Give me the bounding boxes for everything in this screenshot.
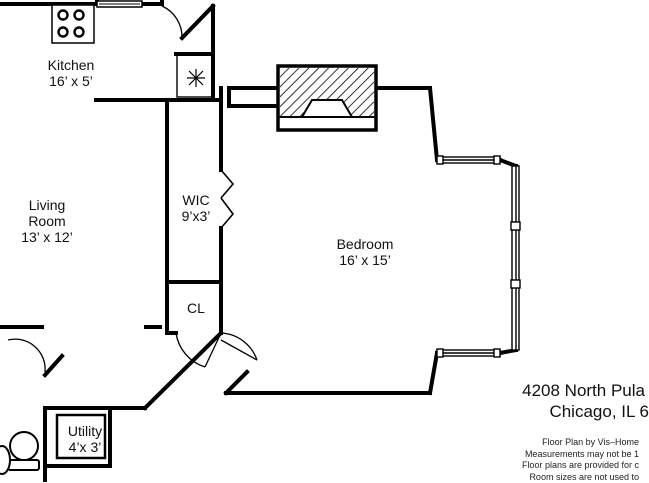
toilet-icon <box>0 432 39 474</box>
fireplace-icon <box>278 66 376 130</box>
disclaimer-line3: Floor plans are provided for c <box>522 460 639 472</box>
wic-folding-door-icon <box>221 170 233 228</box>
disclaimer: Floor Plan by Vis–Home Measurements may … <box>522 437 639 483</box>
address-line1: 4208 North Pula <box>522 380 645 401</box>
kitchen-door-swing-icon <box>162 6 182 38</box>
property-address: 4208 North Pula Chicago, IL 6 <box>522 380 645 422</box>
bedroom-size: 16’ x 15’ <box>310 252 420 268</box>
bedroom-name: Bedroom <box>310 236 420 252</box>
utility-size: 4’x 3’ <box>56 439 114 455</box>
bedroom-label: Bedroom 16’ x 15’ <box>310 236 420 268</box>
living-room-name-line2: Room <box>2 213 92 229</box>
closet-label: CL <box>176 300 216 316</box>
stove-icon <box>52 5 94 43</box>
kitchen-window-icon <box>97 1 142 7</box>
kitchen-label: Kitchen 16’ x 5’ <box>30 57 112 89</box>
door-swing-icon <box>8 339 45 372</box>
utility-label: Utility 4’x 3’ <box>56 423 114 455</box>
kitchen-size: 16’ x 5’ <box>30 73 112 89</box>
wic-size: 9’x3’ <box>170 208 222 224</box>
kitchen-name: Kitchen <box>30 57 112 73</box>
bay-window-icon <box>437 156 520 357</box>
living-room-label: Living Room 13’ x 12’ <box>2 197 92 245</box>
disclaimer-line1: Floor Plan by Vis–Home <box>522 437 639 449</box>
disclaimer-line4: Room sizes are not used to <box>522 472 639 483</box>
closet-name: CL <box>176 300 216 316</box>
utility-name: Utility <box>56 423 114 439</box>
living-room-name-line1: Living <box>2 197 92 213</box>
disclaimer-line2: Measurements may not be 1 <box>522 449 639 461</box>
address-line2: Chicago, IL 6 <box>522 401 649 422</box>
wic-name: WIC <box>170 192 222 208</box>
wic-label: WIC 9’x3’ <box>170 192 222 224</box>
snowflake-icon <box>177 55 213 97</box>
living-room-size: 13’ x 12’ <box>2 229 92 245</box>
